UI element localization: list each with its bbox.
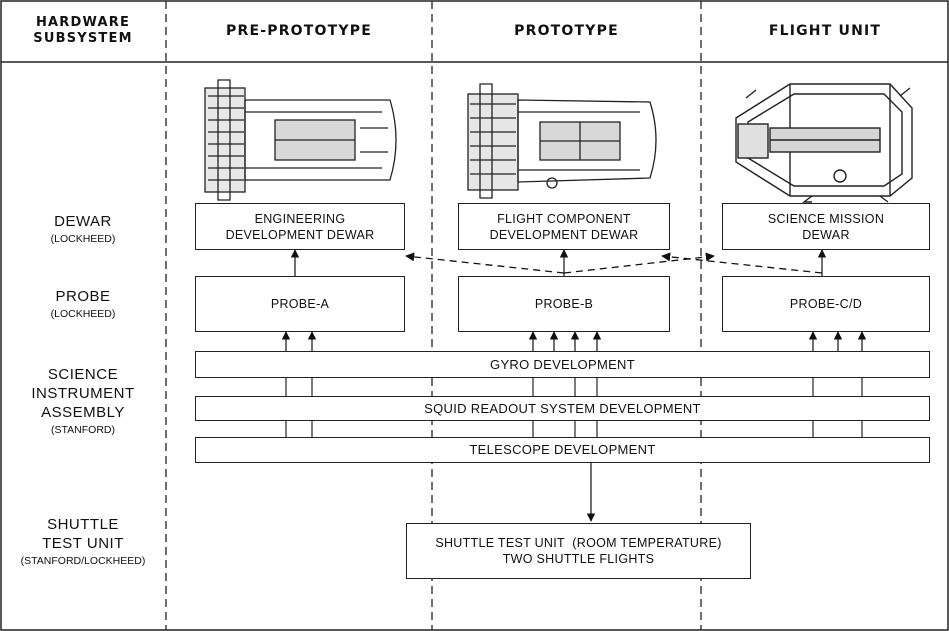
dewar-drawing-flight	[735, 83, 913, 203]
row-dewar-name: DEWAR	[54, 213, 112, 230]
bar-squid-readout: SQUID READOUT SYSTEM DEVELOPMENT	[195, 396, 930, 421]
row-sia-line3: ASSEMBLY	[41, 404, 125, 421]
row-sia-line2: INSTRUMENT	[31, 385, 135, 402]
bar-gyro-development: GYRO DEVELOPMENT	[195, 351, 930, 378]
header-subsystem-line1: HARDWARE	[35, 14, 131, 30]
dashed-c-to-dewar-b	[661, 252, 823, 274]
bar-telescope-development: TELESCOPE DEVELOPMENT	[195, 437, 930, 463]
box-science-mission-dewar-line2: DEWAR	[802, 227, 850, 242]
row-shuttle-line1: SHUTTLE	[47, 516, 119, 533]
box-science-mission-dewar-line1: SCIENCE MISSION	[767, 211, 885, 226]
header-hardware-subsystem: HARDWARE SUBSYSTEM	[0, 8, 166, 53]
box-engineering-dewar: ENGINEERING DEVELOPMENT DEWAR	[195, 203, 405, 250]
header-subsystem-line2: SUBSYSTEM	[33, 30, 133, 46]
box-flight-component-dewar-line1: FLIGHT COMPONENT	[497, 211, 631, 226]
dashed-to-dewar-c	[563, 252, 715, 274]
box-probe-b: PROBE-B	[458, 276, 670, 332]
box-shuttle-test-unit-line2: TWO SHUTTLE FLIGHTS	[502, 552, 655, 566]
row-dewar-org: (LOCKHEED)	[50, 233, 116, 245]
row-sia-line1: SCIENCE	[47, 366, 119, 383]
row-label-science-instrument: SCIENCE INSTRUMENT ASSEMBLY (STANFORD)	[0, 365, 166, 437]
box-engineering-dewar-line1: ENGINEERING	[254, 211, 346, 226]
header-preprototype: PRE-PROTOTYPE	[226, 22, 372, 39]
row-label-shuttle: SHUTTLE TEST UNIT (STANFORD/LOCKHEED)	[0, 515, 166, 568]
box-flight-component-dewar-line2: DEVELOPMENT DEWAR	[489, 227, 639, 242]
box-engineering-dewar-line2: DEVELOPMENT DEWAR	[225, 227, 375, 242]
row-shuttle-line2: TEST UNIT	[42, 535, 124, 552]
dashed-to-dewar-a	[405, 252, 565, 274]
header-prototype: PROTOTYPE	[514, 22, 619, 39]
row-probe-name: PROBE	[55, 288, 111, 305]
dewar-drawing-preprototype	[204, 79, 397, 201]
row-label-dewar: DEWAR (LOCKHEED)	[0, 212, 166, 246]
box-probe-a: PROBE-A	[195, 276, 405, 332]
box-science-mission-dewar: SCIENCE MISSION DEWAR	[722, 203, 930, 250]
box-probe-c: PROBE-C/D	[722, 276, 930, 332]
row-label-probe: PROBE (LOCKHEED)	[0, 287, 166, 321]
dewar-drawing-prototype	[467, 83, 657, 199]
row-shuttle-org: (STANFORD/LOCKHEED)	[20, 555, 146, 567]
box-shuttle-test-unit: SHUTTLE TEST UNIT (ROOM TEMPERATURE) TWO…	[406, 523, 751, 579]
row-probe-org: (LOCKHEED)	[50, 308, 116, 320]
row-sia-org: (STANFORD)	[51, 424, 115, 436]
header-flight-unit: FLIGHT UNIT	[768, 22, 882, 39]
box-shuttle-test-unit-line1: SHUTTLE TEST UNIT (ROOM TEMPERATURE)	[435, 536, 722, 550]
box-flight-component-dewar: FLIGHT COMPONENT DEVELOPMENT DEWAR	[458, 203, 670, 250]
